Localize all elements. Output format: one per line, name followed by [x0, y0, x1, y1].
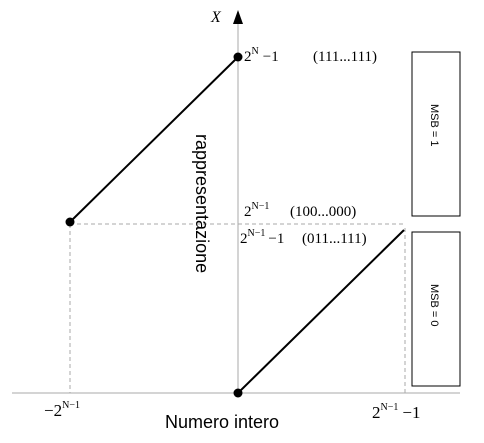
mapping-line-negative — [69, 56, 239, 223]
tick-mid-code: (100...000) — [290, 204, 356, 220]
point-left — [65, 217, 75, 227]
msb-0-label: MSB = 0 — [428, 284, 440, 327]
tick-mid-label: 2N−1 — [244, 201, 269, 220]
vertical-axis-label: rappresentazione — [192, 134, 212, 273]
y-axis-label: X — [210, 9, 222, 26]
x-tick-left: −2N−1 — [44, 400, 80, 420]
x-tick-right: 2N−1−1 — [372, 402, 420, 422]
msb-1-label: MSB = 1 — [428, 104, 440, 147]
tick-lower-code: (011...111) — [302, 231, 367, 247]
mapping-line-positive — [237, 229, 405, 394]
msb-1-box — [411, 51, 461, 217]
tick-lower-label: 2N−1−1 — [240, 228, 284, 247]
point-origin — [233, 388, 243, 398]
tick-top-code: (111...111) — [313, 49, 377, 65]
y-axis-arrow — [233, 10, 243, 24]
msb-0-box — [411, 231, 461, 387]
x-axis-label: Numero intero — [165, 412, 279, 432]
tick-top-label: 2N−1 — [244, 46, 279, 65]
point-top — [233, 52, 243, 62]
